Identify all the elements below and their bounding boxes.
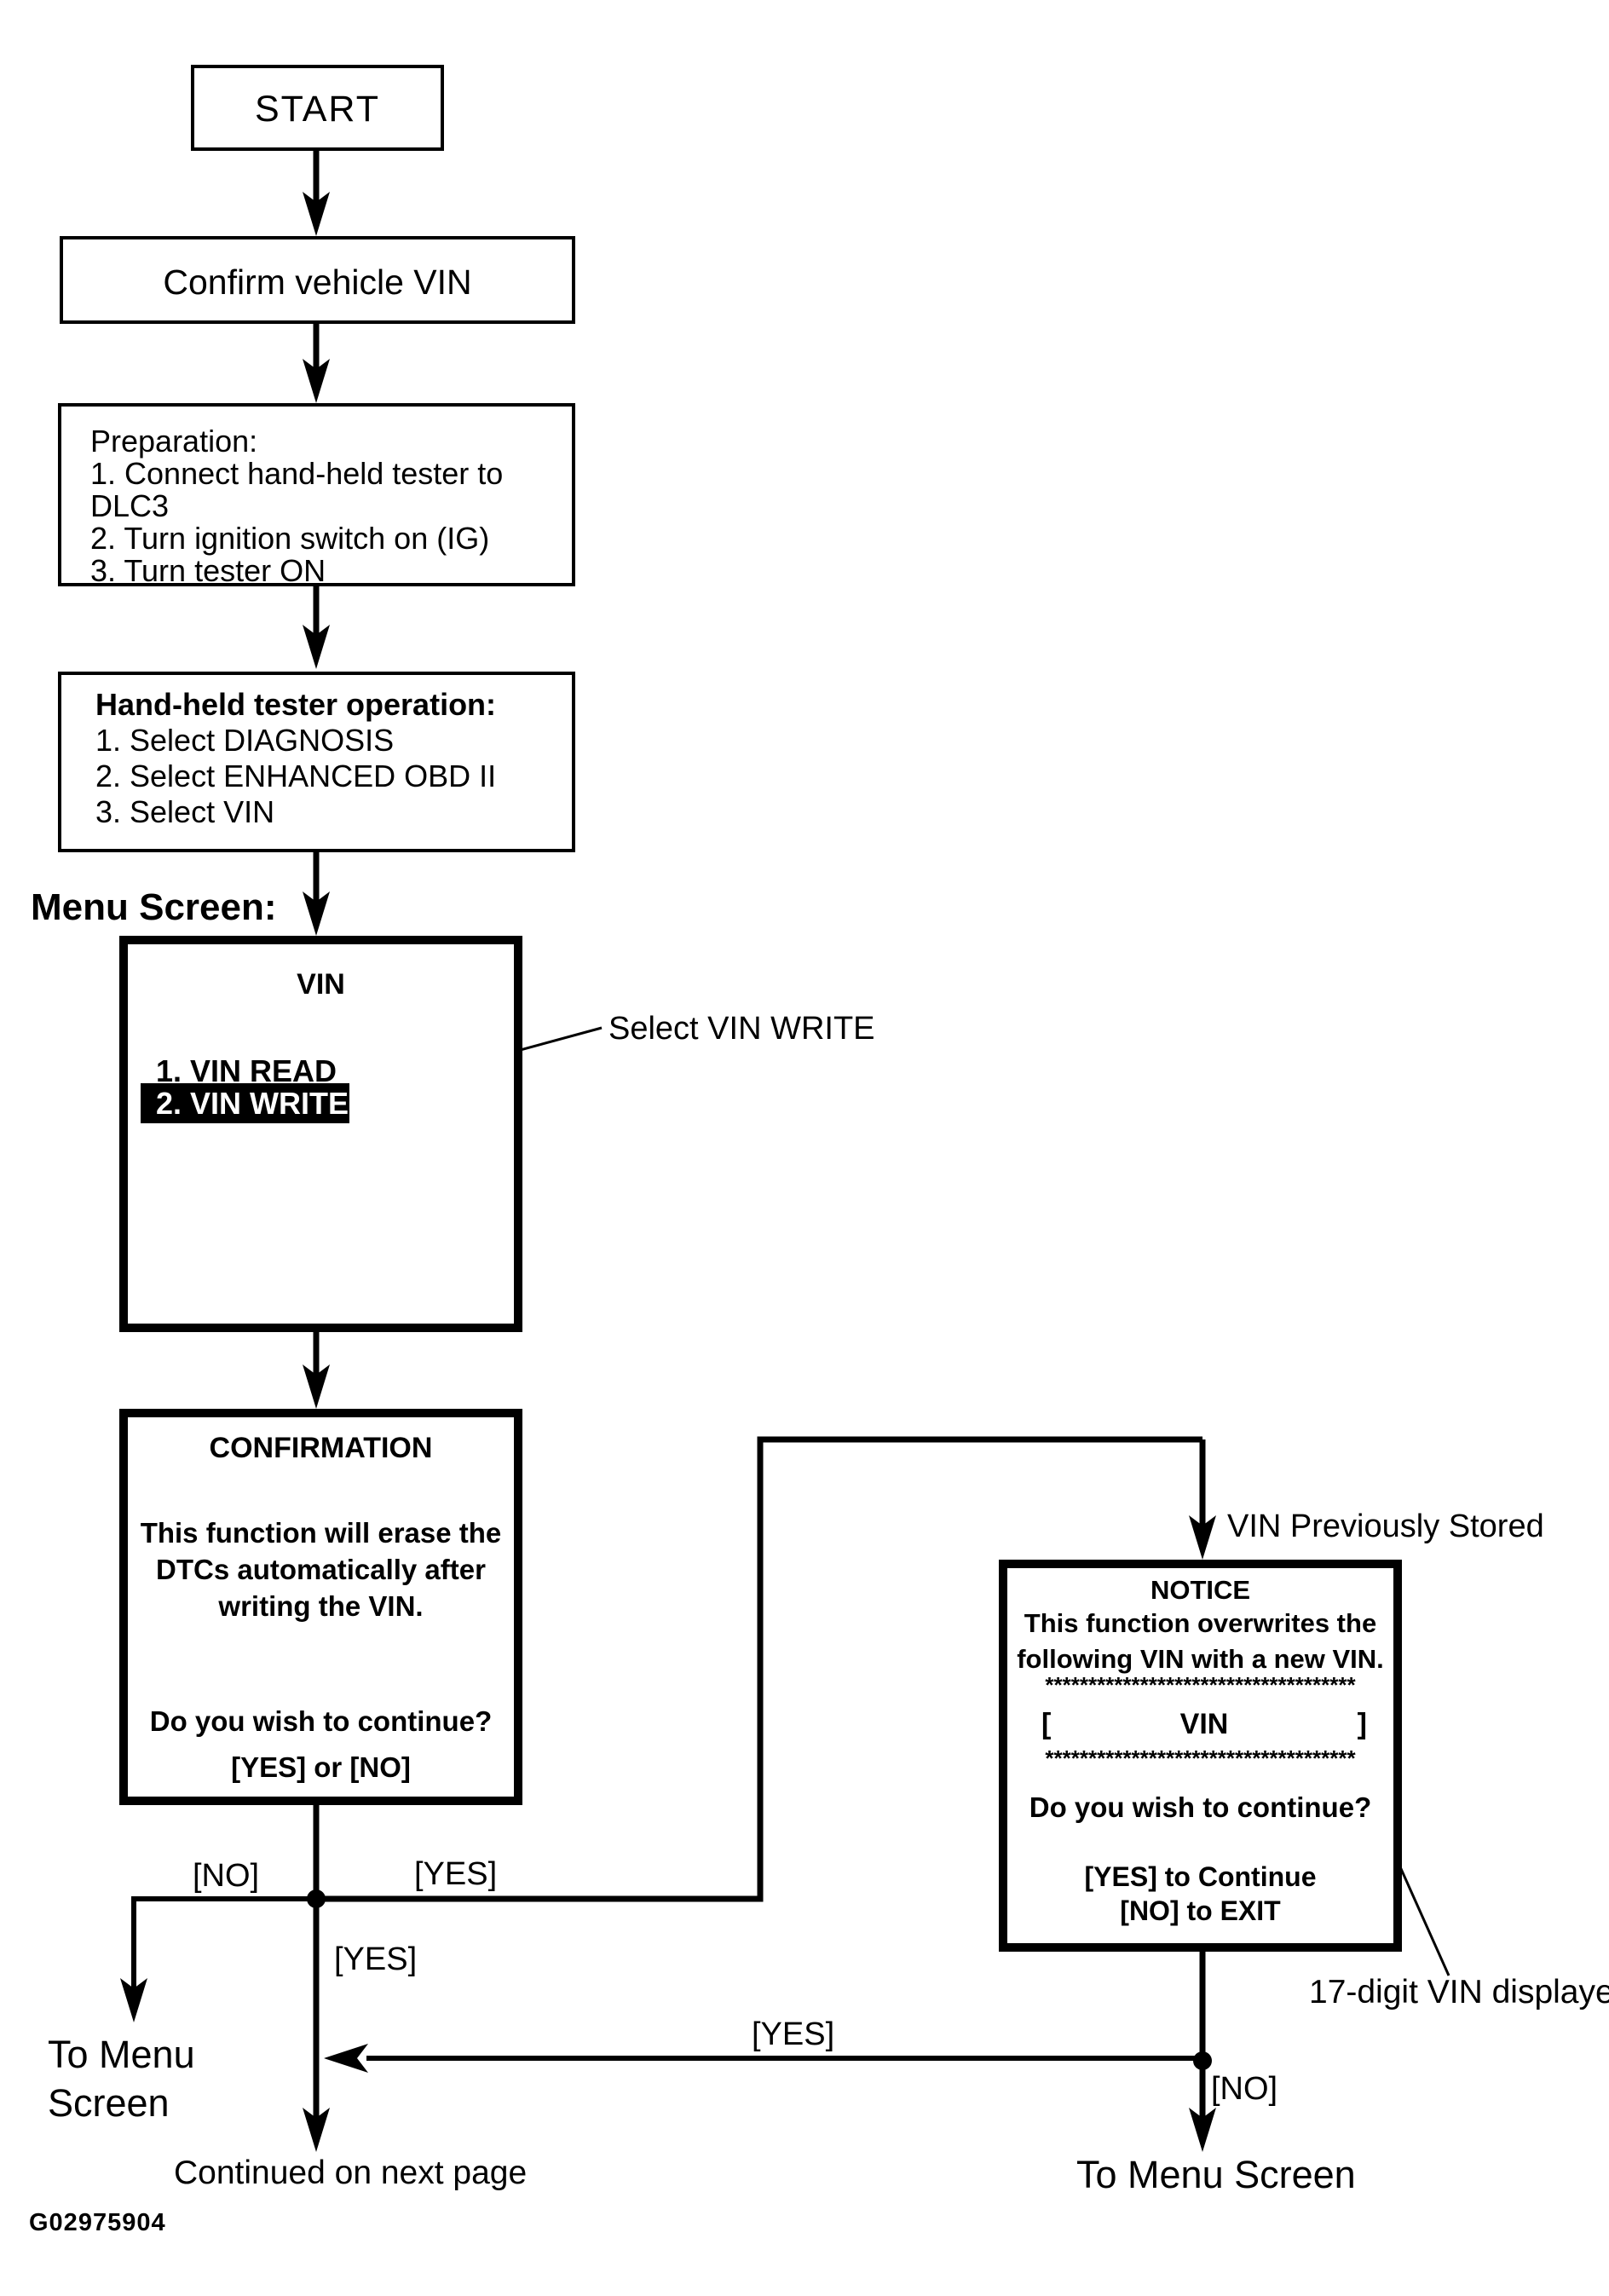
vin-17-digit-annotation: 17-digit VIN displayed	[1309, 1974, 1609, 2010]
flow-line-yes-to-notice	[316, 1436, 1202, 1902]
asterisk-separator: ************************************	[1045, 1745, 1356, 1771]
exit-line: To Menu	[48, 2033, 195, 2076]
confirmation-body-line: writing the VIN.	[218, 1590, 424, 1622]
tester-operation-step: 2. Select ENHANCED OBD II	[95, 759, 497, 793]
vin-display-close-bracket: ]	[1357, 1707, 1367, 1740]
confirmation-screen: CONFIRMATION This function will erase th…	[119, 1409, 522, 1805]
confirm-vin-label: Confirm vehicle VIN	[163, 262, 472, 302]
arrowhead-down-icon	[303, 1364, 330, 1409]
select-vin-write-annotation: Select VIN WRITE	[608, 1011, 875, 1047]
arrowhead-down-icon	[303, 891, 330, 936]
arrowhead-down-icon	[1189, 1515, 1216, 1560]
preparation-node: Preparation: 1. Connect hand-held tester…	[58, 403, 575, 588]
branch-label-yes: [YES]	[414, 1856, 498, 1892]
tester-operation-title: Hand-held tester operation:	[95, 687, 497, 722]
preparation-step: 1. Connect hand-held tester to DLC3	[90, 456, 504, 523]
arrowhead-down-icon	[303, 359, 330, 403]
confirmation-title: CONFIRMATION	[209, 1432, 433, 1464]
notice-question: Do you wish to continue?	[1029, 1791, 1372, 1823]
notice-body-line: following VIN with a new VIN.	[1017, 1644, 1384, 1674]
confirmation-options: [YES] or [NO]	[231, 1751, 411, 1783]
vin-previously-stored-annotation: VIN Previously Stored	[1227, 1509, 1544, 1544]
continued-next-page-label: Continued on next page	[174, 2155, 528, 2191]
branch-label-yes: [YES]	[752, 2016, 835, 2052]
arrowhead-left-icon	[324, 2044, 368, 2073]
vin-display-open-bracket: [	[1041, 1707, 1052, 1740]
confirmation-body-line: DTCs automatically after	[156, 1554, 486, 1585]
arrowhead-down-icon	[120, 1978, 147, 2022]
confirm-vin-node: Confirm vehicle VIN	[60, 236, 575, 324]
tester-operation-node: Hand-held tester operation: 1. Select DI…	[58, 672, 575, 852]
notice-screen: NOTICE This function overwrites the foll…	[999, 1560, 1402, 1952]
arrowhead-down-icon	[303, 192, 330, 236]
arrowhead-down-icon	[1189, 2108, 1216, 2152]
notice-option-yes: [YES] to Continue	[1084, 1861, 1317, 1892]
menu-item-vin-write-selected: 2. VIN WRITE	[141, 1083, 349, 1123]
exit-line: Screen	[48, 2081, 170, 2125]
vin-menu-screen: VIN 1. VIN READ 2. VIN WRITE	[119, 936, 522, 1332]
start-node: START	[191, 65, 444, 151]
confirmation-question: Do you wish to continue?	[149, 1705, 493, 1737]
figure-id: G02975904	[29, 2209, 166, 2236]
preparation-step: 3. Turn tester ON	[90, 553, 326, 588]
start-label: START	[255, 89, 380, 130]
preparation-title: Preparation:	[90, 424, 258, 459]
notice-option-no: [NO] to EXIT	[1120, 1895, 1281, 1926]
tester-operation-step: 1. Select DIAGNOSIS	[95, 723, 395, 758]
notice-title: NOTICE	[1150, 1575, 1251, 1605]
asterisk-separator: ************************************	[1045, 1672, 1356, 1698]
tester-operation-step: 3. Select VIN	[95, 794, 275, 829]
confirmation-body-line: This function will erase the	[140, 1517, 502, 1549]
menu-item-vin-read: 1. VIN READ	[156, 1053, 337, 1088]
notice-body-line: This function overwrites the	[1024, 1608, 1377, 1638]
exit-to-menu-screen-right: To Menu Screen	[1076, 2153, 1356, 2196]
vin-display-value: VIN	[1179, 1707, 1229, 1740]
arrowhead-down-icon	[303, 2108, 330, 2152]
preparation-step: 2. Turn ignition switch on (IG)	[90, 521, 490, 556]
vin-menu-title: VIN	[297, 968, 345, 1001]
exit-to-menu-screen-left: To Menu Screen	[48, 2030, 195, 2127]
branch-label-yes: [YES]	[334, 1941, 418, 1977]
branch-label-no: [NO]	[1211, 2071, 1278, 2107]
arrowhead-down-icon	[303, 625, 330, 669]
menu-screen-heading: Menu Screen:	[31, 886, 277, 928]
vin-display-row: [ VIN ]	[1041, 1705, 1367, 1744]
branch-label-no: [NO]	[193, 1858, 260, 1894]
